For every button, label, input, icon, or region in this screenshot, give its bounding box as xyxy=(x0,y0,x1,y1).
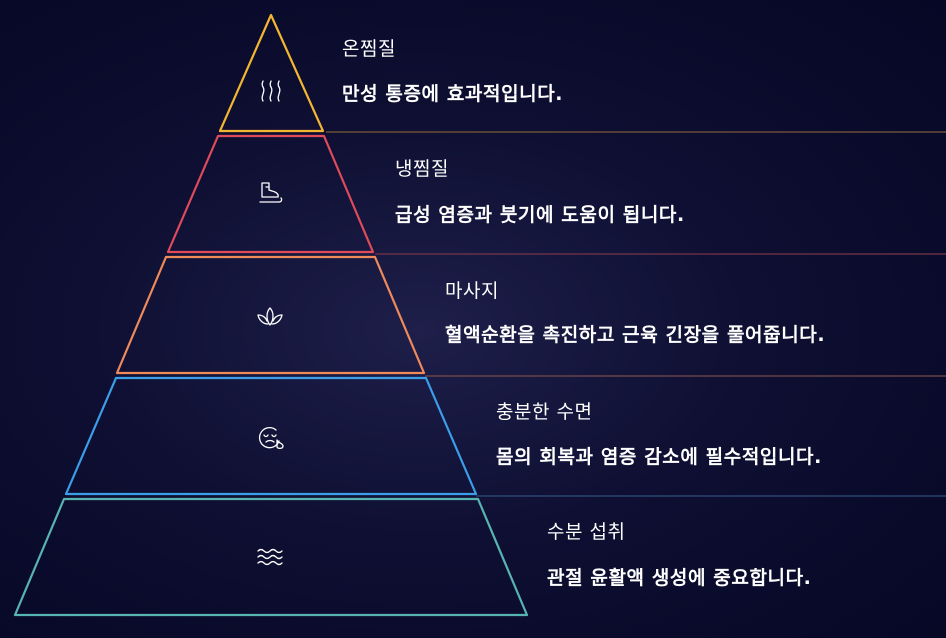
lotus-icon xyxy=(257,307,283,326)
sleeping-face-icon xyxy=(258,427,284,450)
tier-4-group xyxy=(64,376,946,497)
tier-1-title: 온찜질 xyxy=(342,38,396,60)
tier-3-group xyxy=(115,255,946,377)
tier-2-title: 냉찜질 xyxy=(395,158,449,180)
tier-2-group xyxy=(166,134,946,255)
ice-skate-icon xyxy=(259,182,283,203)
tier-4-description: 몸의 회복과 염증 감소에 필수적입니다. xyxy=(496,446,822,468)
tier-5-title: 수분 섭취 xyxy=(547,521,626,543)
tier-5-description: 관절 윤활액 생성에 중요합니다. xyxy=(547,567,812,589)
tier-1-description: 만성 통증에 효과적입니다. xyxy=(342,83,564,105)
tier-3-description: 혈액순환을 촉진하고 근육 긴장을 풀어줍니다. xyxy=(445,324,826,346)
tier-1-shape[interactable] xyxy=(218,13,325,133)
tier-2-shape[interactable] xyxy=(166,134,375,254)
tier-5-group xyxy=(13,497,529,617)
tier-3-title: 마사지 xyxy=(445,280,499,302)
heat-waves-icon xyxy=(261,80,281,102)
tier-2-description: 급성 염증과 붓기에 도움이 됩니다. xyxy=(395,204,685,226)
water-waves-icon xyxy=(257,548,283,566)
tier-4-title: 충분한 수면 xyxy=(496,401,593,423)
tier-3-shape[interactable] xyxy=(115,255,426,375)
tier-4-shape[interactable] xyxy=(64,376,478,496)
tier-5-shape[interactable] xyxy=(13,497,529,617)
tier-1-group xyxy=(218,13,946,133)
